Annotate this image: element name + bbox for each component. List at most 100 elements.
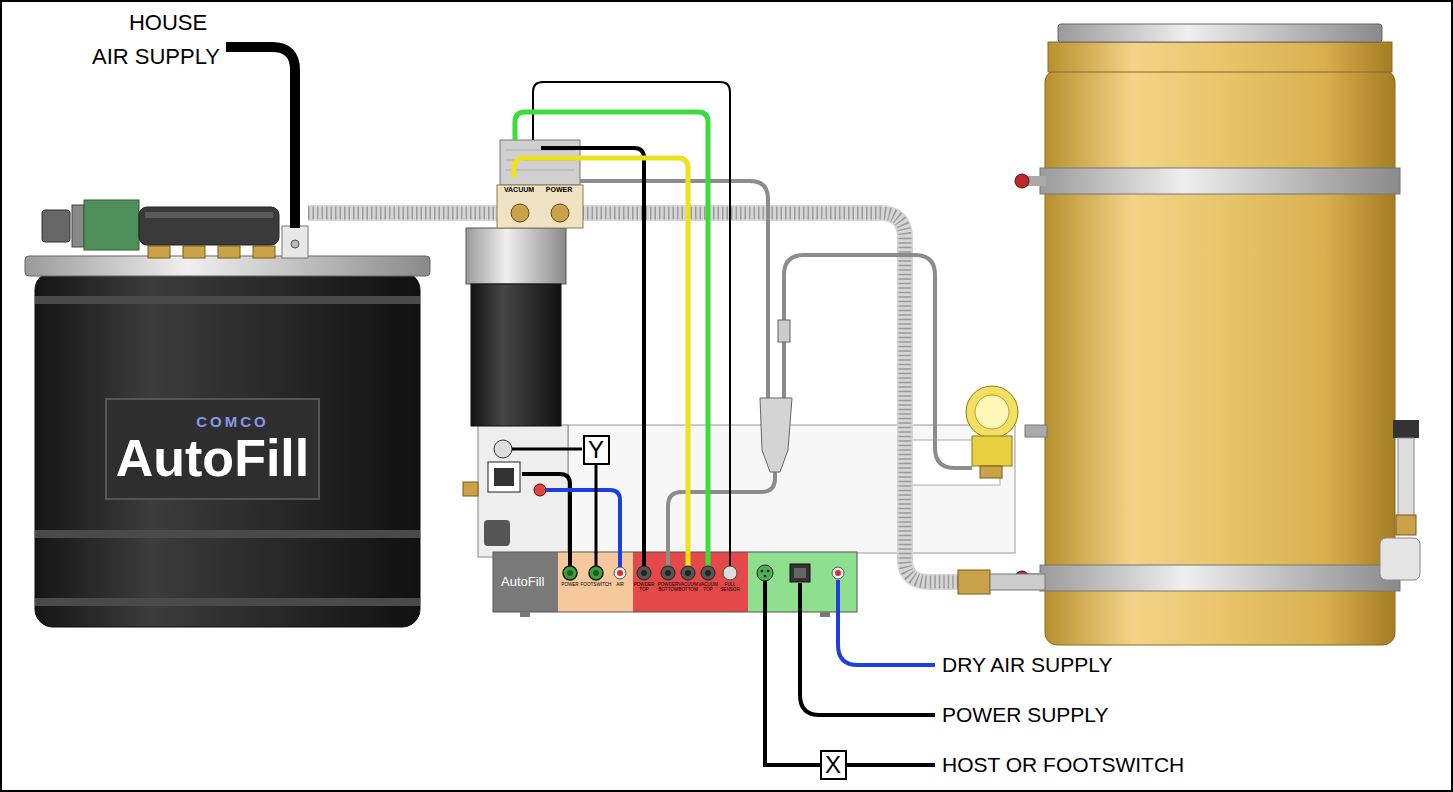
media-drum [183, 246, 205, 258]
blast-tank [1040, 168, 1400, 194]
blast-tank [958, 570, 990, 594]
pressure-regulator [1025, 425, 1047, 437]
cable-connector [765, 612, 820, 765]
panel-port [661, 566, 675, 580]
air-tube [778, 320, 790, 342]
panel-port [761, 570, 764, 573]
port-label: POWER [561, 582, 578, 587]
panel-port [794, 568, 806, 578]
pump-hopper [551, 204, 569, 222]
signal-wire [546, 490, 620, 567]
control-panel-strip [520, 612, 530, 617]
media-drum [218, 246, 240, 258]
port-label: VACUUM TOP [697, 582, 719, 592]
media-drum [253, 246, 275, 258]
port-label: AIR [616, 582, 624, 587]
panel-port [790, 564, 810, 582]
machine-cabinet [534, 484, 546, 496]
panel-port [685, 570, 691, 576]
pump-hopper [497, 185, 583, 228]
air-tube [668, 470, 775, 566]
panel-port [705, 570, 711, 576]
machine-cabinet [494, 440, 512, 458]
panel-port [681, 566, 695, 580]
signal-wire [595, 552, 598, 566]
signal-wire [512, 448, 582, 451]
machine-cabinet [568, 425, 1015, 553]
supply-label: DRY AIR SUPPLY [942, 653, 1112, 677]
signal-wire [800, 583, 935, 715]
pressure-regulator [966, 386, 1018, 438]
media-drum [35, 530, 420, 538]
blast-tank [1393, 420, 1419, 438]
media-drum [25, 256, 430, 276]
blast-tank [1045, 70, 1395, 645]
drum-motor [42, 210, 70, 242]
pump-hopper [466, 140, 583, 426]
pressure-regulator [972, 436, 1012, 466]
drum-motor [72, 205, 84, 247]
logo-panel: COMCOAutoFill [105, 398, 320, 500]
control-panel-strip [493, 552, 857, 617]
media-drum [35, 296, 420, 304]
media-drum [148, 246, 170, 258]
blast-tank [1048, 42, 1392, 72]
node-text: Y [588, 438, 604, 462]
drum-motor [145, 212, 273, 218]
port-label: POWDER TOP [633, 582, 655, 592]
panel-port [563, 564, 844, 582]
air-tube [784, 255, 972, 468]
machine-cabinet [463, 482, 478, 496]
house-air-hose [226, 47, 295, 228]
cable-tag: X [820, 750, 847, 780]
panel-port [767, 570, 770, 573]
panel-port [832, 567, 844, 579]
panel-port [641, 570, 647, 576]
blast-tank [1040, 565, 1400, 591]
panel-port [563, 566, 577, 580]
node-text: AutoFill [116, 431, 310, 486]
blast-tank [958, 24, 1420, 645]
blast-tank [1380, 538, 1420, 580]
blast-tank [990, 574, 1045, 590]
blast-tank [1058, 24, 1382, 42]
cable-connector [595, 465, 598, 552]
drum-motor [42, 200, 308, 258]
panel-port [614, 567, 626, 579]
air-tube [580, 181, 972, 566]
drum-motor [282, 226, 308, 258]
drum-motor [291, 240, 299, 248]
control-panel-strip [748, 552, 857, 612]
panel-port [567, 570, 573, 576]
media-drum [35, 272, 420, 627]
signal-wire [514, 158, 688, 566]
supply-label: HOST OR FOOTSWITCH [942, 753, 1184, 777]
port-label: FOOTSWITCH [581, 582, 612, 587]
panel-port [835, 570, 841, 576]
node-text: AutoFill [501, 575, 544, 589]
port-label: POWDER BOTTOM [657, 582, 679, 592]
panel-port [637, 566, 651, 580]
panel-port [665, 570, 671, 576]
control-panel-strip [820, 612, 830, 617]
pressure-regulator [966, 386, 1047, 478]
panel-port [757, 565, 773, 581]
control-panel-strip [493, 552, 558, 612]
media-drum [25, 246, 430, 627]
machine-cabinet [488, 462, 520, 492]
blast-tank [1398, 438, 1414, 516]
valve-label: POWER [546, 186, 572, 194]
panel-port [701, 566, 715, 580]
signal-wire [847, 763, 935, 767]
signal-wire [763, 580, 767, 612]
supply-label: HOUSE AIR SUPPLY [88, 6, 224, 74]
pressure-regulator [975, 395, 1009, 429]
node-text: COMCO [196, 413, 269, 431]
signal-wire [541, 148, 644, 566]
signal-wire [838, 580, 935, 665]
panel-port [617, 570, 623, 576]
